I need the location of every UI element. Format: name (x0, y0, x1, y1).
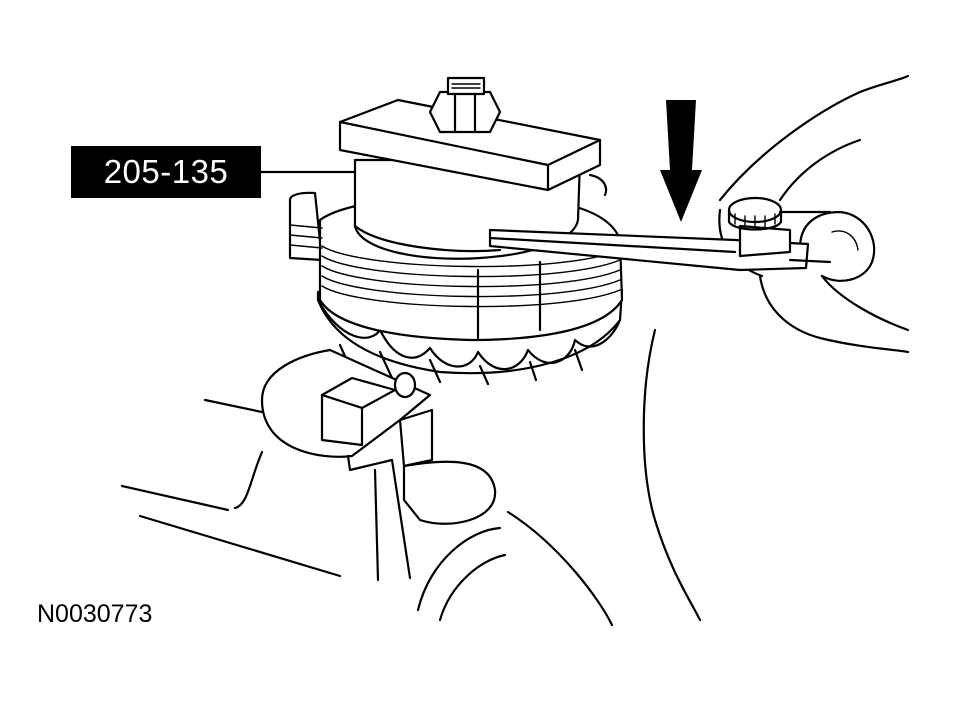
mounting-bracket (260, 348, 497, 525)
tool-number-label: 205-135 (71, 146, 261, 198)
figure-id: N0030773 (37, 600, 153, 628)
special-tool-body (338, 76, 602, 260)
engine-block-outline (120, 328, 702, 627)
feeler-gauge (488, 196, 832, 272)
down-arrow-icon (660, 100, 702, 222)
hand-illustration (718, 74, 910, 354)
